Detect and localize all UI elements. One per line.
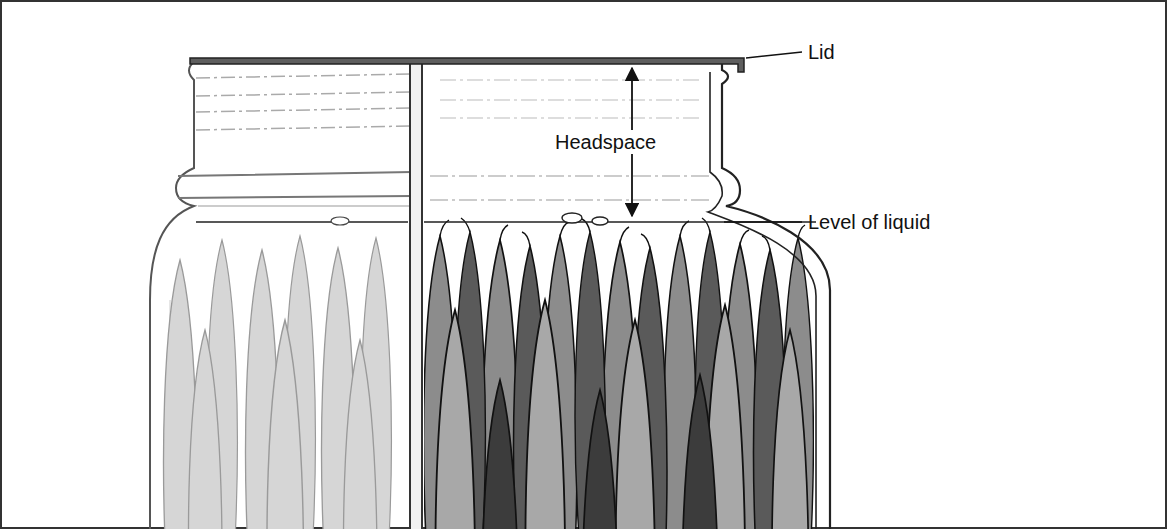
- jar-wall: [422, 62, 830, 529]
- glass-section: [411, 60, 421, 529]
- beans: [424, 232, 814, 529]
- liquid-level: [196, 213, 816, 225]
- cut-edge: [410, 60, 422, 529]
- beans-faded: [164, 236, 392, 529]
- leader-line: [724, 221, 802, 223]
- part-label: Level of liquid: [808, 210, 930, 234]
- part-label: Lid: [808, 40, 835, 64]
- lid: [190, 58, 744, 72]
- dimension-label: Headspace: [552, 130, 659, 154]
- leader-line: [746, 52, 802, 58]
